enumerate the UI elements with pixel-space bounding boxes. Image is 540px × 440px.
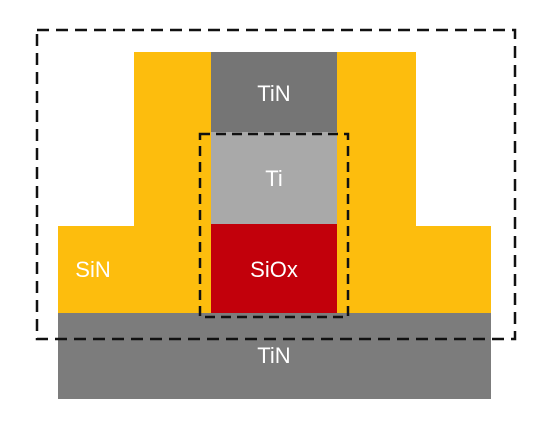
tin-top-label: TiN <box>257 81 290 106</box>
siox-layer <box>211 224 337 313</box>
outer-dashed-outline <box>35 28 517 341</box>
ti-layer <box>211 132 337 224</box>
sin-label: SiN <box>75 257 110 282</box>
tin-top-layer <box>211 52 337 132</box>
siox-label: SiOx <box>250 257 298 282</box>
inner-dashed-outline <box>198 132 350 319</box>
tin-bottom-label: TiN <box>257 343 290 368</box>
tin-bottom-layer <box>58 313 491 399</box>
ti-label: Ti <box>265 166 283 191</box>
